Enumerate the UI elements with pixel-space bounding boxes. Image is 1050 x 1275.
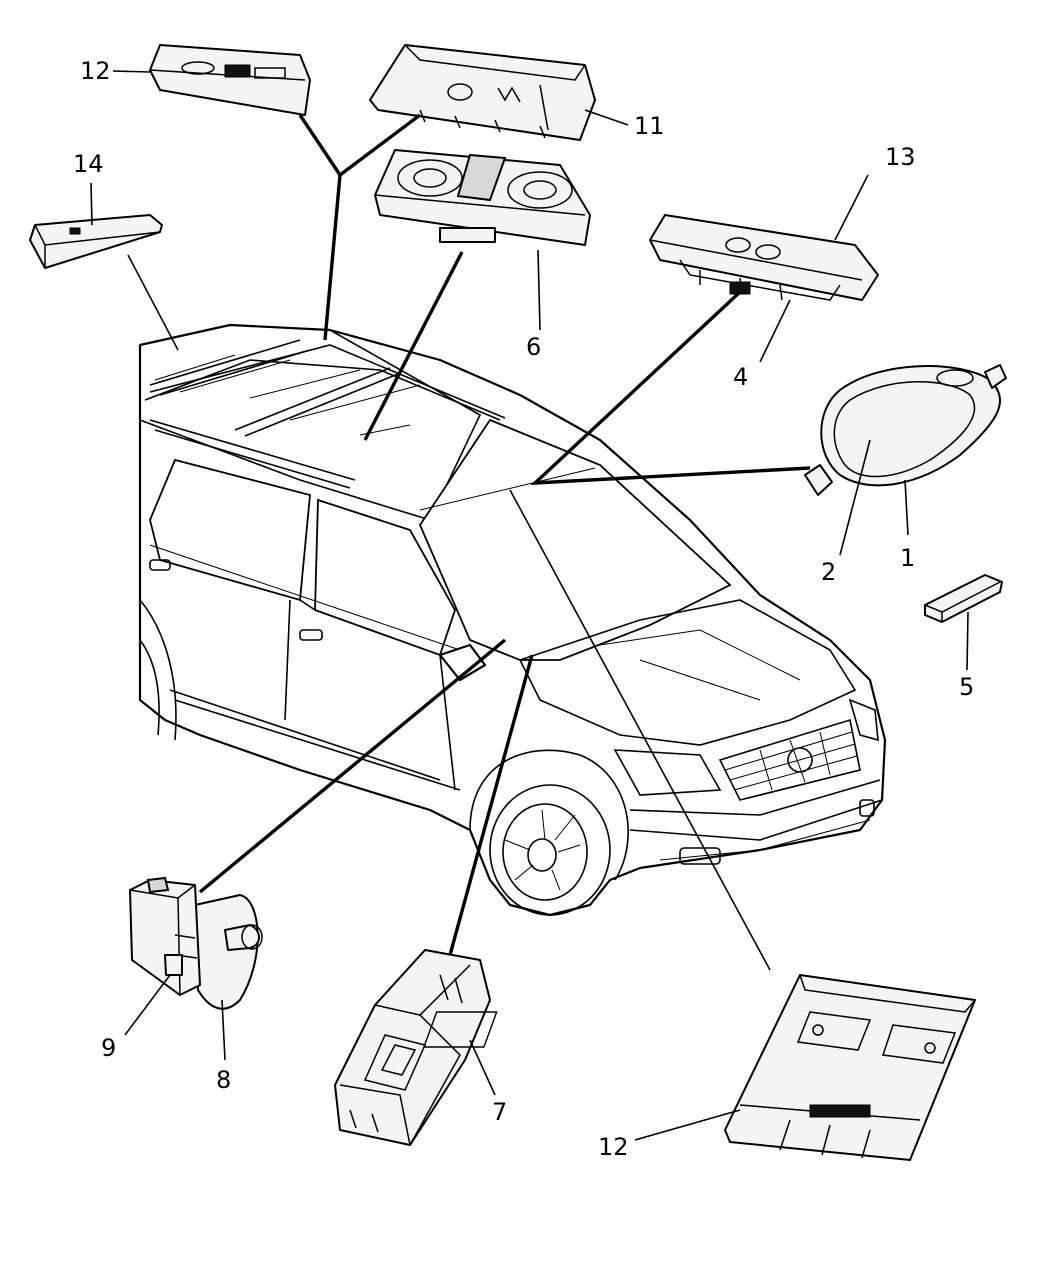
part-9-lamp-socket: [129, 876, 201, 996]
callout-9: 9: [101, 1034, 116, 1062]
callout-10: 12: [80, 57, 111, 85]
leader-lines: [90, 70, 969, 1141]
part-8-lamp-lens: [194, 894, 263, 1010]
callout-6: 6: [526, 333, 541, 361]
callout-labels: 12 11 14 13 6 4 2 1 5 9 8 7 12: [73, 57, 974, 1161]
callout-14: 14: [73, 150, 104, 178]
callout-11: 11: [634, 112, 665, 140]
part-14-lamp-strip: [29, 214, 163, 269]
vehicle-illustration: [138, 323, 887, 917]
callout-13: 12: [598, 1133, 629, 1161]
callout-7: 7: [492, 1098, 507, 1126]
part-11-overhead-console: [369, 44, 596, 141]
callout-8: 8: [216, 1066, 231, 1094]
callout-2: 2: [821, 558, 836, 586]
callout-5: 5: [959, 673, 974, 701]
part-10-rear-dome-lamp: [149, 44, 311, 116]
part-1-dome-lamp-assembly: [804, 364, 1007, 496]
part-13-overhead-console: [422, 974, 976, 1161]
part-5-bulb: [924, 574, 1003, 623]
part-6-dual-reading-lamp: [374, 149, 591, 246]
callout-4: 4: [733, 363, 748, 391]
callout-12: 13: [885, 143, 916, 171]
connector-lines: [198, 113, 811, 956]
callout-1: 1: [900, 544, 915, 572]
part-7-switch-module: [334, 949, 491, 1146]
part-12-console-housing: [649, 214, 879, 301]
